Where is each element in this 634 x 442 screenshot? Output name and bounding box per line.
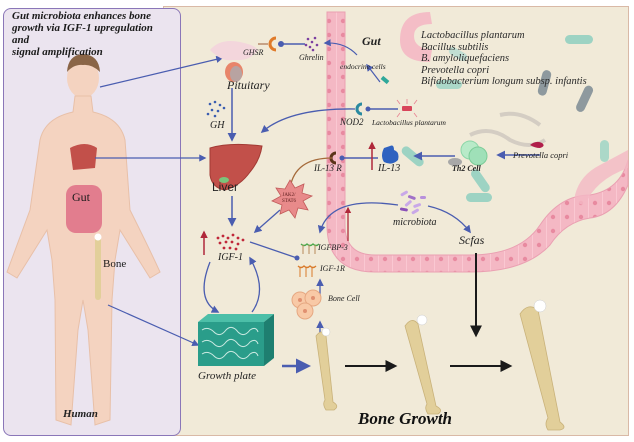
human-figure	[6, 54, 161, 426]
il13-icon	[382, 145, 399, 164]
scfas-label: Scfas	[459, 233, 485, 247]
arrow-microbiota-to-igfbp3	[317, 202, 399, 234]
human-liver-icon	[70, 144, 97, 170]
gh-label: GH	[210, 120, 225, 131]
human-label: Human	[63, 408, 98, 420]
species-list: Lactobacillus plantarum Bacillus subtili…	[421, 30, 587, 87]
igfbp3-label: IGFBP-3	[318, 243, 348, 252]
lactobacillus-icon	[396, 99, 418, 118]
arrow-human-to-growth-plate	[107, 304, 200, 346]
pituitary-label: Pituitary	[227, 78, 270, 92]
nod2-receptor-icon	[355, 102, 363, 116]
human-gut-icon	[66, 185, 102, 233]
growth-plate-label: Growth plate	[198, 370, 256, 382]
igf1-label: IGF-1	[218, 252, 243, 263]
ghsr-receptor-icon	[268, 36, 277, 52]
microbiota-icon	[399, 190, 426, 215]
prevotella-copri-label: Prevotella copri	[513, 150, 569, 160]
prevotella-icon	[530, 141, 544, 148]
arrow-nod2-to-liver	[260, 108, 356, 134]
arrow-growth-plate-to-igf1	[249, 256, 261, 313]
bone-cell-icon	[291, 289, 322, 320]
endocrine-cells-label: endocrine cells	[340, 62, 386, 71]
microbiota-label: microbiota	[393, 217, 437, 228]
pituitary-icon	[210, 41, 258, 82]
jak-stat-starburst-icon	[271, 179, 314, 219]
th2-cell-icon	[448, 140, 488, 166]
th2-cell-label: Th2 Cell	[452, 164, 481, 173]
bone-growth-label: Bone Growth	[358, 409, 452, 428]
human-gut-label: Gut	[72, 190, 90, 204]
lactobacillus-plantarum-label: Lactobacillus plantarum	[372, 118, 446, 127]
diagram-title: Gut microbiota enhances bone growth via …	[12, 10, 153, 58]
igf1r-receptor-icon	[297, 265, 317, 269]
igf1-to-igf1r-line	[249, 241, 298, 259]
igf1r-label: IGF-1R	[320, 264, 345, 273]
arrow-jakstat-to-igf1	[253, 209, 281, 234]
ghrelin-label: Ghrelin	[299, 53, 324, 62]
nod2-label: NOD2	[340, 117, 364, 127]
bone-large-icon	[519, 299, 565, 431]
bone-small-icon	[315, 327, 338, 411]
ghrelin-icon	[304, 36, 319, 52]
human-bone-label: Bone	[103, 258, 127, 270]
arrow-human-to-pituitary	[99, 55, 224, 88]
arrow-endocrine-to-ghrelin	[323, 39, 358, 56]
il13-label: IL-13	[378, 163, 401, 174]
igfbp3-receptor-icon	[300, 243, 320, 247]
arrow-igf1-to-growth-plate	[203, 261, 220, 313]
bone-medium-icon	[404, 314, 441, 415]
il13r-label: IL-13 R	[314, 163, 342, 173]
human-bone-icon	[95, 235, 101, 300]
growth-plate-icon	[198, 314, 274, 366]
bone-cell-label: Bone Cell	[328, 294, 360, 303]
arrow-microbiota-to-scfas	[427, 205, 471, 234]
liver-label: Liver	[212, 180, 239, 194]
ghsr-label: GHSR	[243, 48, 264, 57]
igf1-icon	[216, 233, 245, 251]
jak-stat-label: JAK2/ STAT6	[282, 193, 297, 204]
gut-label: Gut	[362, 34, 381, 48]
gh-icon	[206, 100, 226, 118]
gut-epithelium	[326, 11, 629, 273]
